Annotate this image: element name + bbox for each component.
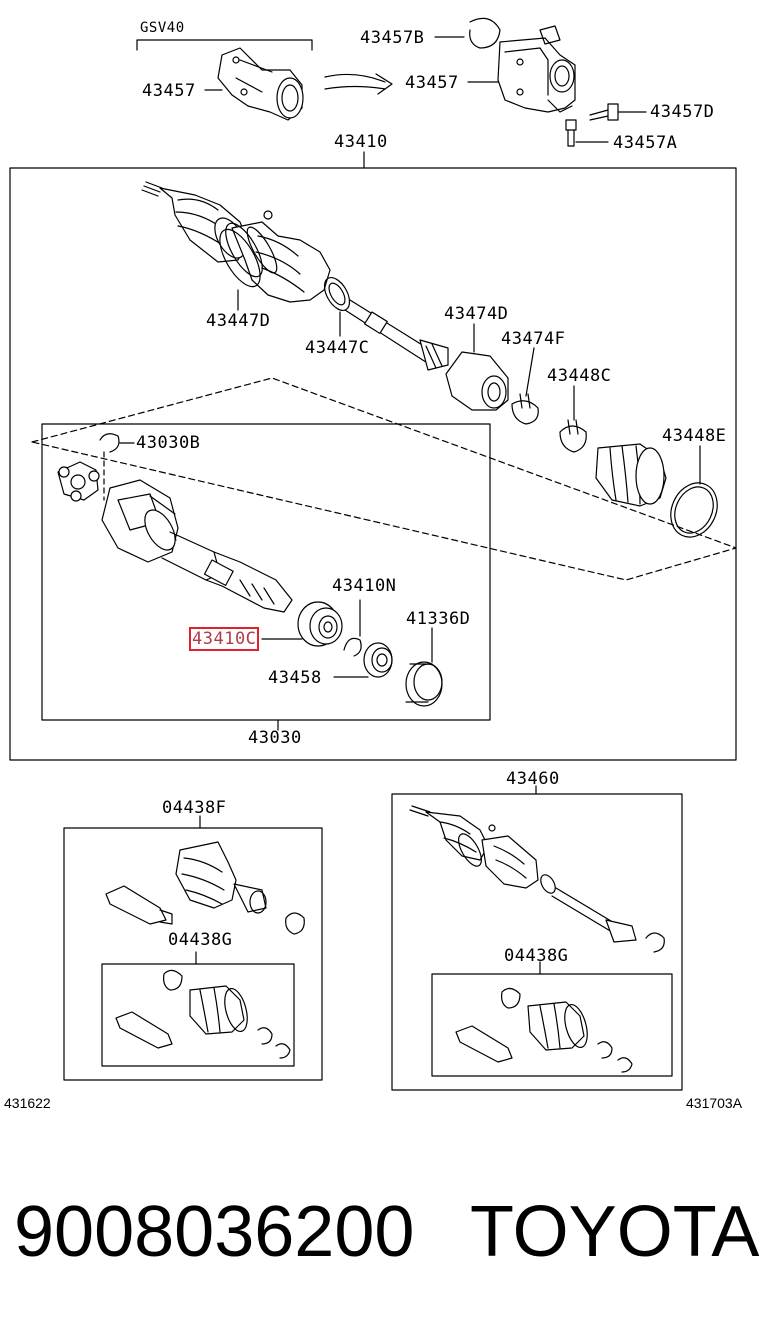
label-43447c: 43447C: [305, 338, 370, 358]
clamp-43447c: [323, 277, 351, 311]
bolt-43457d: [589, 103, 647, 121]
kit-04438f-boot: [175, 841, 267, 914]
tripod-joint: [57, 461, 100, 502]
frame-04438f: [63, 827, 323, 1081]
inner-boot: [595, 443, 667, 507]
label-43474d: 43474D: [444, 304, 509, 324]
snap-ring-43457b: [469, 17, 501, 49]
kit-43460-shaft: [409, 805, 665, 953]
kit-04438f-grease: [105, 885, 173, 925]
figure-id-left: 431622: [4, 1095, 51, 1111]
label-43448e: 43448E: [662, 426, 727, 446]
label-43457b: 43457B: [360, 28, 425, 48]
direction-arrow: [324, 73, 393, 95]
label-43474f: 43474F: [501, 329, 566, 349]
brand-name: TOYOTA: [470, 1192, 760, 1272]
seal-41336d: [405, 661, 443, 707]
kit-04438g-left-boot: [189, 985, 248, 1035]
inner-housing: [101, 479, 293, 613]
label-43457a: 43457A: [613, 133, 678, 153]
label-43030: 43030: [248, 728, 302, 748]
label-43410c-highlighted: 43410C: [188, 627, 260, 651]
figure-id-right: 431703A: [686, 1095, 743, 1111]
label-43030b: 43030B: [136, 433, 201, 453]
clamp-43447d: [219, 228, 261, 288]
stud-43457a: [565, 119, 609, 147]
snap-ring-43410n: [343, 637, 362, 657]
clamp-43448e: [670, 482, 718, 538]
kit-04438g-right-boot: [527, 1001, 588, 1051]
outer-cv-joint: [141, 181, 331, 303]
kit-04438f-clip: [285, 912, 305, 935]
label-43457d: 43457D: [650, 102, 715, 122]
label-43410: 43410: [334, 132, 388, 152]
gsv40-bracket-line: [136, 39, 313, 51]
label-43447d: 43447D: [206, 311, 271, 331]
label-gsv40: GSV40: [140, 20, 185, 36]
label-43457-right: 43457: [405, 73, 459, 93]
label-41336d: 41336D: [406, 609, 471, 629]
clamp-43474f: [511, 400, 539, 425]
part-number: 9008036200: [14, 1192, 415, 1272]
frame-43030: [41, 423, 491, 721]
frame-43460: [391, 793, 683, 1091]
drive-shaft: [344, 299, 449, 371]
bearing-bracket-left: [217, 47, 304, 121]
seal-43458: [363, 642, 393, 678]
exploded-envelope: [31, 377, 737, 581]
label-04438f: 04438F: [162, 798, 227, 818]
label-04438g-right: 04438G: [504, 946, 569, 966]
damper-43474d: [445, 323, 509, 411]
frame-04438g-left: [101, 963, 295, 1067]
snap-ring-43030b: [99, 433, 120, 453]
label-43458: 43458: [268, 668, 322, 688]
frame-43410: [9, 167, 737, 761]
bearing-43410c: [297, 601, 343, 647]
label-04438g-left: 04438G: [168, 930, 233, 950]
clamp-43448c: [559, 425, 587, 453]
bearing-bracket-right: [497, 25, 576, 113]
label-43460: 43460: [506, 769, 560, 789]
label-43448c: 43448C: [547, 366, 612, 386]
label-43410n: 43410N: [332, 576, 397, 596]
label-43457-left: 43457: [142, 81, 196, 101]
frame-04438g-right: [431, 973, 673, 1077]
